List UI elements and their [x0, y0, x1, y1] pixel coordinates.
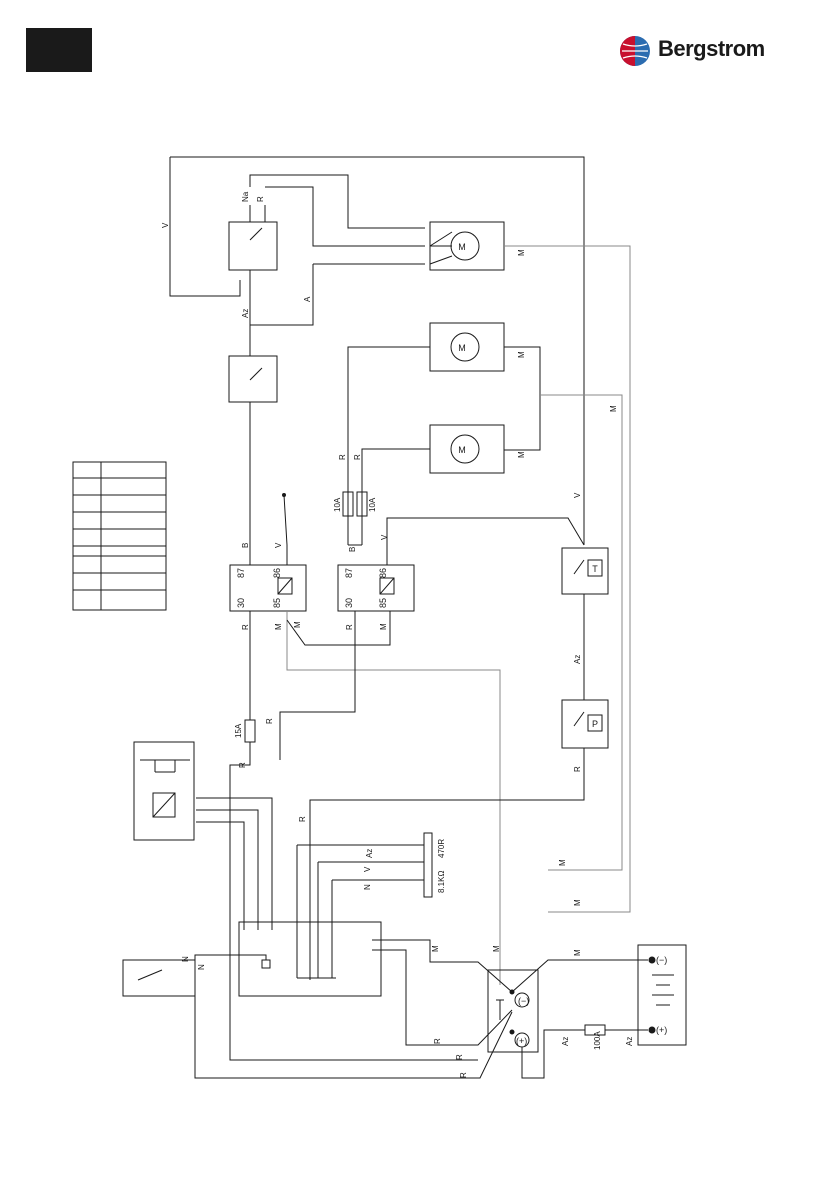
- thermostat-symbol: T: [592, 564, 598, 574]
- wire-label-m-motor1: M: [517, 249, 526, 256]
- wire-label-m-relay2: M: [379, 623, 388, 630]
- wire-label-n-switch-2: N: [197, 964, 206, 970]
- wire-label-m-right: M: [609, 405, 618, 412]
- wire-label-na: Na: [241, 191, 250, 202]
- wire-label-r-harness: R: [298, 816, 307, 822]
- wire-label-m-junction: M: [492, 945, 501, 952]
- wire-label-v-thermo: V: [573, 492, 582, 498]
- wire-label-m-motor3: M: [517, 451, 526, 458]
- motor-2-symbol: M: [458, 343, 466, 353]
- wire-label-a: A: [303, 296, 312, 302]
- wire-label-v-relay1: V: [274, 542, 283, 548]
- resistor-label-8k1: 8.1KΩ: [437, 871, 446, 893]
- pressure-symbol: P: [592, 719, 598, 729]
- wire-label-b: B: [241, 543, 250, 548]
- wire-label-m-lower2: M: [573, 899, 582, 906]
- wire-label-az-pressure: Az: [573, 655, 582, 664]
- wire-label-v: V: [161, 222, 170, 228]
- wire-label-az: Az: [241, 309, 250, 318]
- fuse-label-15a: 15A: [234, 723, 243, 738]
- relay-1-pin-87: 87: [236, 568, 246, 578]
- fuse-label-100a: 100A: [593, 1031, 602, 1050]
- wire-label-r-pressure: R: [573, 766, 582, 772]
- wire-label-r: R: [256, 196, 265, 202]
- wire-label-r-15a: R: [238, 762, 247, 768]
- wire-label-r-main: R: [433, 1038, 442, 1044]
- wire-label-r-relay2: R: [345, 624, 354, 630]
- wire-label-m-lower1: M: [558, 859, 567, 866]
- wire-label-r-relay1: R: [241, 624, 250, 630]
- wire-label-r-module: R: [265, 718, 274, 724]
- ground-symbol: (−): [518, 996, 529, 1006]
- wire-label-m-link: M: [293, 621, 302, 628]
- motor-1-symbol: M: [458, 242, 466, 252]
- wire-label-az-battery: Az: [561, 1037, 570, 1046]
- relay-1-pin-85: 85: [272, 598, 282, 608]
- relay-1-pin-30: 30: [236, 598, 246, 608]
- battery-neg-label: (−): [656, 955, 667, 965]
- wire-label-r-motor3: R: [353, 454, 362, 460]
- relay-2-pin-85: 85: [378, 598, 388, 608]
- positive-symbol: (+): [516, 1036, 527, 1046]
- wire-label-n-switch: N: [181, 956, 190, 962]
- fuse-label-10a-1: 10A: [333, 497, 342, 512]
- wire-label-m-main: M: [431, 945, 440, 952]
- wire-label-v-relay2: V: [380, 534, 389, 540]
- resistor-label-470r: 470R: [437, 839, 446, 858]
- relay-2-pin-30: 30: [344, 598, 354, 608]
- motor-3-symbol: M: [458, 445, 466, 455]
- wire-label-n-harness: N: [363, 884, 372, 890]
- wire-label-m-battery: M: [573, 949, 582, 956]
- relay-2-pin-86: 86: [378, 568, 388, 578]
- wire-label-az-harness: Az: [365, 849, 374, 858]
- wire-label-v-harness: V: [363, 866, 372, 872]
- wire-label-r-bottom: R: [459, 1072, 468, 1078]
- relay-1-pin-86: 86: [272, 568, 282, 578]
- wire-label-r-15a-lower: R: [455, 1054, 464, 1060]
- wire-label-m-relay1: M: [274, 623, 283, 630]
- relay-2-pin-87: 87: [344, 568, 354, 578]
- fuse-label-10a-2: 10A: [368, 497, 377, 512]
- wire-label-az-pos: Az: [625, 1037, 634, 1046]
- wire-label-m-motor2: M: [517, 351, 526, 358]
- wire-label-r-motor2: R: [338, 454, 347, 460]
- wire-label-b-relay2: B: [348, 547, 357, 552]
- battery-pos-label: (+): [656, 1025, 667, 1035]
